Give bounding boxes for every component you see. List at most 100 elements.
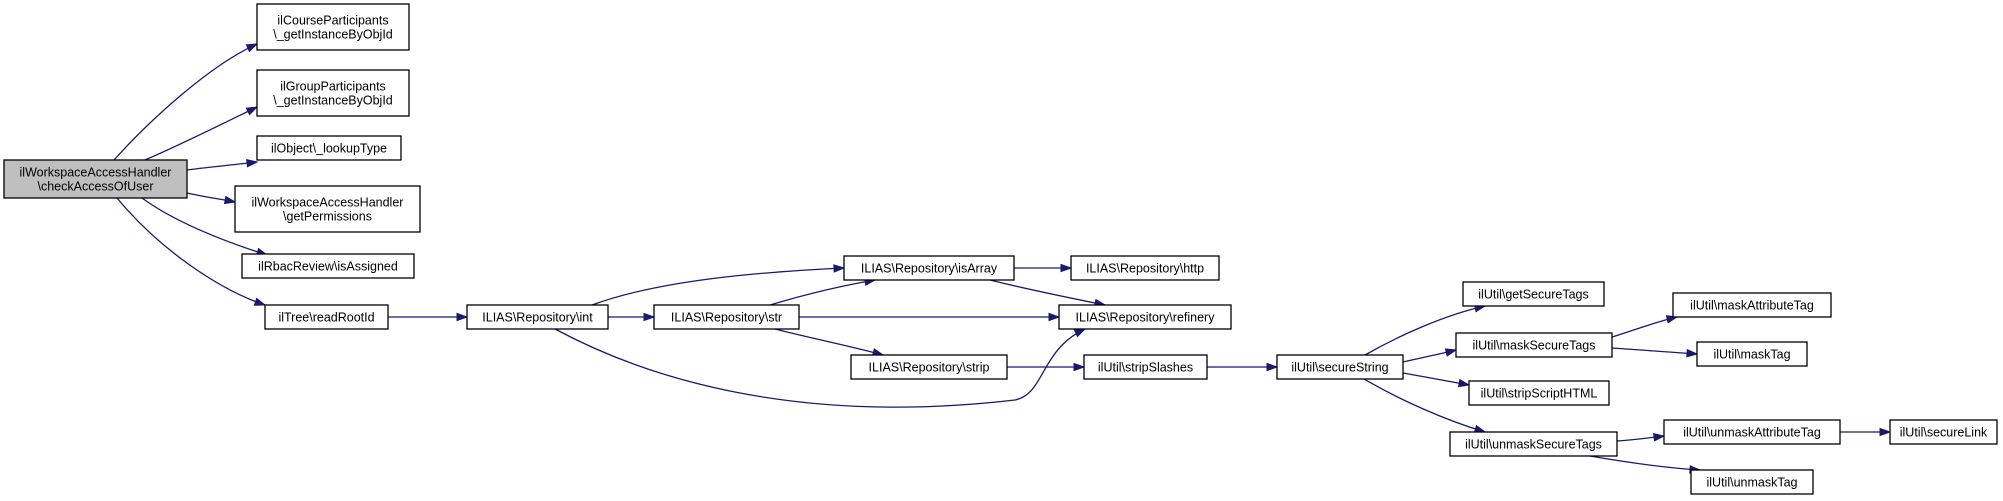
- node-unmasksecuretags[interactable]: ilUtil\unmaskSecureTags: [1449, 431, 1618, 457]
- node-label-line: ilUtil\stripScriptHTML: [1481, 387, 1598, 401]
- node-label-line: ilUtil\unmaskSecureTags: [1465, 438, 1602, 452]
- edge-unmasksecuretags-to-unmaskattributetag: [1616, 433, 1666, 442]
- node-label-line: ilRbacReview\isAssigned: [258, 260, 398, 274]
- edge-checkaccessofuser-to-lookuptype: [186, 158, 259, 171]
- node-label-line: ILIAS\Repository\refinery: [1076, 311, 1216, 325]
- node-label-line: ilWorkspaceAccessHandler: [20, 166, 172, 180]
- edge-arrowhead: [253, 297, 267, 306]
- edge-repo-isarray-to-repo-http: [1014, 263, 1073, 273]
- edge-line: [186, 161, 258, 171]
- node-box: [843, 255, 1015, 281]
- node-unmaskattributetag[interactable]: ilUtil\unmaskAttributeTag: [1663, 419, 1841, 445]
- edge-checkaccessofuser-to-readrootid: [116, 197, 267, 306]
- node-readrootid[interactable]: ilTree\readRootId: [264, 304, 389, 330]
- edge-securestring-to-stripscripthtml: [1402, 372, 1471, 388]
- node-box: [653, 304, 800, 330]
- node-box: [256, 135, 402, 161]
- node-label-line: ILIAS\Repository\str: [671, 311, 782, 325]
- edge-line: [1363, 378, 1486, 433]
- edge-arrowhead: [1457, 378, 1471, 388]
- node-label-line: ilTree\readRootId: [278, 311, 374, 325]
- edge-line: [591, 267, 845, 306]
- node-repo-int[interactable]: ILIAS\Repository\int: [466, 304, 609, 330]
- edge-arrowhead: [1060, 263, 1073, 273]
- node-label-line: ilUtil\getSecureTags: [1478, 288, 1588, 302]
- node-box: [1468, 380, 1610, 406]
- node-lookuptype[interactable]: ilObject\_lookupType: [256, 135, 402, 161]
- edge-checkaccessofuser-to-courseparticipants: [113, 43, 259, 161]
- node-label-line: ILIAS\Repository\int: [482, 311, 593, 325]
- node-checkaccessofuser[interactable]: ilWorkspaceAccessHandler\checkAccessOfUs…: [3, 159, 188, 199]
- edge-checkaccessofuser-to-groupparticipants: [144, 106, 259, 161]
- node-label-line: ilUtil\stripSlashes: [1098, 361, 1193, 375]
- node-label-line: ilObject\_lookupType: [271, 142, 387, 156]
- node-label-line: \_getInstanceByObjId: [273, 94, 393, 108]
- edge-masksecuretags-to-masktag: [1611, 347, 1699, 358]
- edge-line: [1364, 305, 1486, 356]
- node-box: [1462, 281, 1605, 307]
- edge-checkaccessofuser-to-getpermissions: [186, 192, 237, 205]
- edge-line: [554, 328, 1086, 408]
- node-box: [234, 185, 421, 233]
- node-box: [1690, 469, 1814, 495]
- edge-repo-int-to-repo-refinery: [554, 328, 1087, 408]
- node-repo-http[interactable]: ILIAS\Repository\http: [1070, 255, 1220, 281]
- edge-arrowhead: [1266, 362, 1279, 372]
- node-stripscripthtml[interactable]: ilUtil\stripScriptHTML: [1468, 380, 1610, 406]
- node-getpermissions[interactable]: ilWorkspaceAccessHandler\getPermissions: [234, 185, 421, 233]
- edge-line: [1589, 455, 1701, 471]
- node-label-line: ILIAS\Repository\strip: [869, 361, 990, 375]
- edge-unmasksecuretags-to-unmasktag: [1589, 455, 1702, 474]
- node-box: [3, 159, 188, 199]
- node-getsecuretags[interactable]: ilUtil\getSecureTags: [1462, 281, 1605, 307]
- node-label-line: ilUtil\maskTag: [1713, 348, 1790, 362]
- edge-stripslashes-to-securestring: [1207, 362, 1279, 372]
- node-unmasktag[interactable]: ilUtil\unmaskTag: [1690, 469, 1814, 495]
- edge-masksecuretags-to-maskattributetag: [1611, 315, 1679, 338]
- node-label-line: ilUtil\secureLink: [1900, 426, 1988, 440]
- node-repo-isarray[interactable]: ILIAS\Repository\isArray: [843, 255, 1015, 281]
- edges-layer: [113, 43, 1892, 474]
- node-label-line: ilUtil\unmaskAttributeTag: [1683, 426, 1821, 440]
- node-isassigned[interactable]: ilRbacReview\isAssigned: [241, 253, 415, 279]
- node-box: [1455, 332, 1613, 358]
- node-box: [1672, 292, 1832, 318]
- node-box: [1058, 304, 1232, 330]
- node-box: [1276, 354, 1404, 380]
- edge-arrowhead: [246, 158, 259, 168]
- node-label-line: ilWorkspaceAccessHandler: [252, 196, 404, 210]
- node-label-line: ILIAS\Repository\isArray: [861, 262, 998, 276]
- edge-repo-str-to-repo-refinery: [799, 312, 1061, 322]
- node-box: [256, 3, 410, 51]
- node-box: [466, 304, 609, 330]
- edge-readrootid-to-repo-int: [388, 312, 469, 322]
- node-groupparticipants[interactable]: ilGroupParticipants\_getInstanceByObjId: [256, 69, 410, 117]
- edge-repo-str-to-repo-strip: [774, 328, 885, 357]
- edge-arrowhead: [223, 195, 237, 205]
- edge-securestring-to-unmasksecuretags: [1363, 378, 1487, 434]
- node-repo-str[interactable]: ILIAS\Repository\str: [653, 304, 800, 330]
- node-securestring[interactable]: ilUtil\secureString: [1276, 354, 1404, 380]
- edge-line: [769, 279, 876, 306]
- edge-line: [141, 197, 268, 256]
- node-masksecuretags[interactable]: ilUtil\maskSecureTags: [1455, 332, 1613, 358]
- edge-repo-str-to-repo-isarray: [769, 277, 877, 306]
- edge-line: [989, 279, 1106, 306]
- node-label-line: \checkAccessOfUser: [37, 180, 153, 194]
- node-securelink[interactable]: ilUtil\secureLink: [1889, 419, 1998, 445]
- node-repo-refinery[interactable]: ILIAS\Repository\refinery: [1058, 304, 1232, 330]
- node-label-line: ilUtil\maskAttributeTag: [1690, 299, 1814, 313]
- node-box: [1083, 354, 1208, 380]
- edge-repo-strip-to-stripslashes: [1007, 362, 1086, 372]
- node-repo-strip[interactable]: ILIAS\Repository\strip: [850, 354, 1008, 380]
- edge-arrowhead: [245, 43, 259, 53]
- node-label-line: ilUtil\secureString: [1291, 361, 1388, 375]
- node-courseparticipants[interactable]: ilCourseParticipants\_getInstanceByObjId: [256, 3, 410, 51]
- node-label-line: \_getInstanceByObjId: [273, 28, 393, 42]
- node-stripslashes[interactable]: ilUtil\stripSlashes: [1083, 354, 1208, 380]
- node-maskattributetag[interactable]: ilUtil\maskAttributeTag: [1672, 292, 1832, 318]
- nodes-layer: ilWorkspaceAccessHandler\checkAccessOfUs…: [3, 3, 1998, 495]
- node-masktag[interactable]: ilUtil\maskTag: [1696, 341, 1808, 367]
- edge-arrowhead: [1073, 362, 1086, 372]
